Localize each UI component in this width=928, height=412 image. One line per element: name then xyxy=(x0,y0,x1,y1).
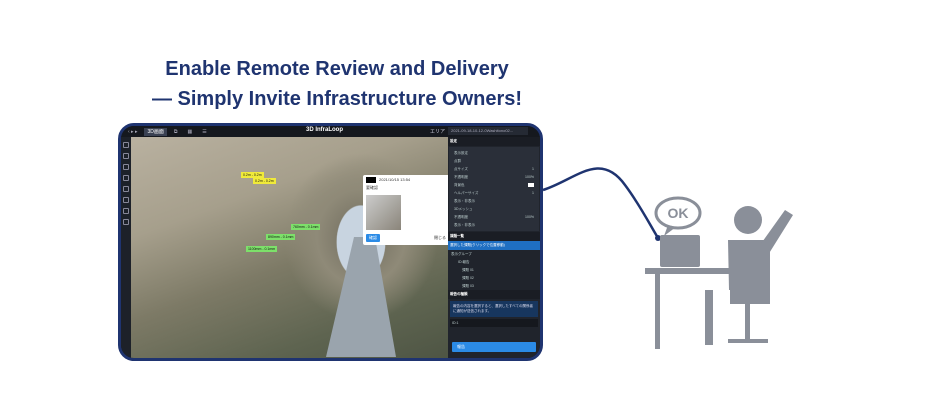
measure-tool-icon[interactable] xyxy=(123,164,129,170)
tunnel-floor xyxy=(326,237,396,357)
setting-row: 表示・非表示 xyxy=(454,198,475,203)
selected-issue[interactable]: 選択した課題(クリックで位置移動) xyxy=(448,241,540,250)
avatar xyxy=(366,176,376,183)
close-button[interactable]: 閉じる xyxy=(434,235,446,240)
group-item[interactable]: ID:報告 xyxy=(458,259,470,264)
group-item[interactable]: 課題 02 xyxy=(462,275,474,280)
top-bar: ‹ ▸ ▸ 3D画面 ⧉ ▦ ☰ 3D InfraLoop エリア 2021-0… xyxy=(121,126,540,137)
display-settings: 表示設定 xyxy=(454,150,468,155)
3d-tunnel-viewport[interactable]: 0.2m - 0.2m 0.2m - 0.2m 760mm - 0.1mm 89… xyxy=(131,137,448,358)
dataset-select[interactable]: 2021-09-18-10-12-0Washitono02... xyxy=(448,127,528,135)
ok-bubble-text: OK xyxy=(668,205,689,221)
pointcloud-heading: 点群 xyxy=(454,158,461,163)
measure-label[interactable]: 1100mm - 0.1mm xyxy=(246,246,278,252)
select-tool-icon[interactable] xyxy=(123,142,129,148)
cut-tool-icon[interactable] xyxy=(123,186,129,192)
help-icon[interactable] xyxy=(123,219,129,225)
copy-icon[interactable]: ⧉ xyxy=(173,128,178,135)
mesh-heading: 3Dメッシュ xyxy=(454,206,473,211)
setting-row: 背景色 xyxy=(451,181,537,189)
layers-tool-icon[interactable] xyxy=(123,153,129,159)
report-notice: 報告の内容を選択すると、選択したすべての関係者に通知が送信されます。 xyxy=(450,301,538,317)
group-item[interactable]: 課題 01 xyxy=(462,267,474,272)
nav-icons[interactable]: ‹ ▸ ▸ xyxy=(128,128,138,135)
brand-logo: 3D InfraLoop xyxy=(306,127,343,133)
popup-title: 要確認 xyxy=(366,185,378,190)
popup-date: 2021/10/15 13:54 xyxy=(379,177,411,182)
issue-photo[interactable] xyxy=(366,195,401,230)
area-tool-icon[interactable] xyxy=(123,175,129,181)
list-icon[interactable]: ☰ xyxy=(202,128,207,135)
settings-title: 設定 xyxy=(448,137,540,146)
report-title: 報告の種類 xyxy=(448,290,540,299)
measure-label[interactable]: 890mm - 0.1mm xyxy=(266,234,296,240)
left-toolbar xyxy=(121,137,131,358)
issues-title: 課題一覧 xyxy=(448,232,540,241)
report-input[interactable]: ID:1 xyxy=(450,319,538,327)
measure-label[interactable]: 0.2m - 0.2m xyxy=(253,178,276,184)
person-at-desk-icon xyxy=(645,196,793,349)
color-swatch[interactable] xyxy=(528,182,534,187)
measure-label[interactable]: 0.2m - 0.2m xyxy=(241,172,264,178)
report-button[interactable]: 報告 xyxy=(452,342,536,352)
issue-popup: 2021/10/15 13:54 要確認 確認 閉じる xyxy=(363,175,448,245)
confirm-button[interactable]: 確認 xyxy=(366,234,380,242)
measure-label[interactable]: 760mm - 0.1mm xyxy=(291,224,321,230)
comment-tool-icon[interactable] xyxy=(123,208,129,214)
ruler-tool-icon[interactable] xyxy=(123,197,129,203)
group-heading: 表示グループ xyxy=(451,251,472,256)
headline-line-2: — Simply Invite Infrastructure Owners! xyxy=(151,88,523,110)
group-item[interactable]: 課題 03 xyxy=(462,283,474,288)
grid-icon[interactable]: ▦ xyxy=(187,128,193,135)
setting-row: 表示・非表示 xyxy=(454,222,475,227)
headline-line-1: Enable Remote Review and Delivery xyxy=(165,58,509,80)
tab-3d-view[interactable]: 3D画面 xyxy=(144,127,167,136)
area-label: エリア xyxy=(429,129,445,135)
app-screenshot-frame: ‹ ▸ ▸ 3D画面 ⧉ ▦ ☰ 3D InfraLoop エリア 2021-0… xyxy=(118,123,543,361)
